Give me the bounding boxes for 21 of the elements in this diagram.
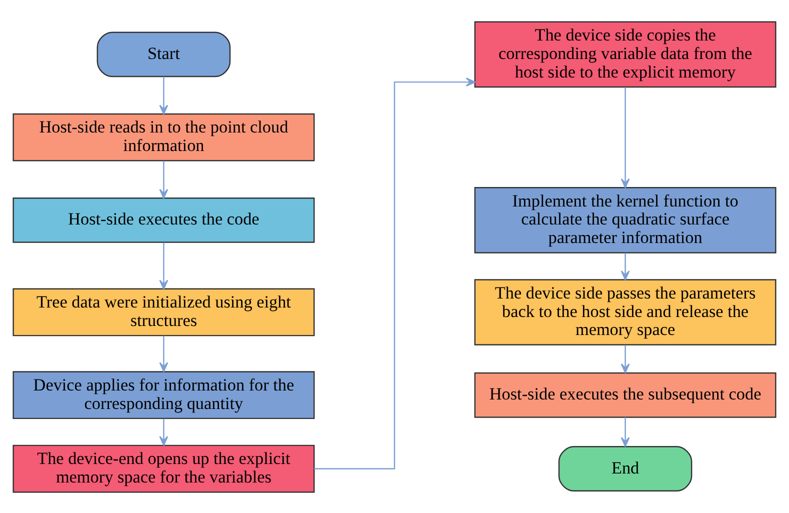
- arrow: [314, 77, 476, 469]
- arrow: [159, 160, 168, 198]
- arrow: [620, 344, 630, 373]
- arrow: [159, 418, 168, 446]
- arrow: [620, 416, 630, 446]
- node-box: The device side copies the corresponding variable data from the host side to the explicit memory: [474, 20, 776, 88]
- arrow: [159, 76, 168, 114]
- node-box: Host-side executes the subsequent code: [474, 372, 776, 418]
- arrow: [620, 252, 630, 280]
- node-box: End: [558, 446, 692, 491]
- node-box: Implement the kernel function to calculate the quadratic surface parameter information: [474, 186, 776, 253]
- node-box: Host-side reads in to the point cloud information: [12, 112, 315, 161]
- node-box: Host-side executes the code: [12, 196, 315, 242]
- arrow: [159, 335, 168, 372]
- arrow: [620, 86, 630, 188]
- arrow: [159, 242, 168, 289]
- node-box: Start: [96, 31, 231, 77]
- node-box: The device side passes the parameters back to the host side and release the memory space: [474, 278, 776, 345]
- node-box: Tree data were initialized using eight structures: [12, 288, 315, 336]
- node-box: The device-end opens up the explicit memory space for the variables: [12, 444, 315, 492]
- node-box: Device applies for information for the corresponding quantity: [12, 370, 315, 419]
